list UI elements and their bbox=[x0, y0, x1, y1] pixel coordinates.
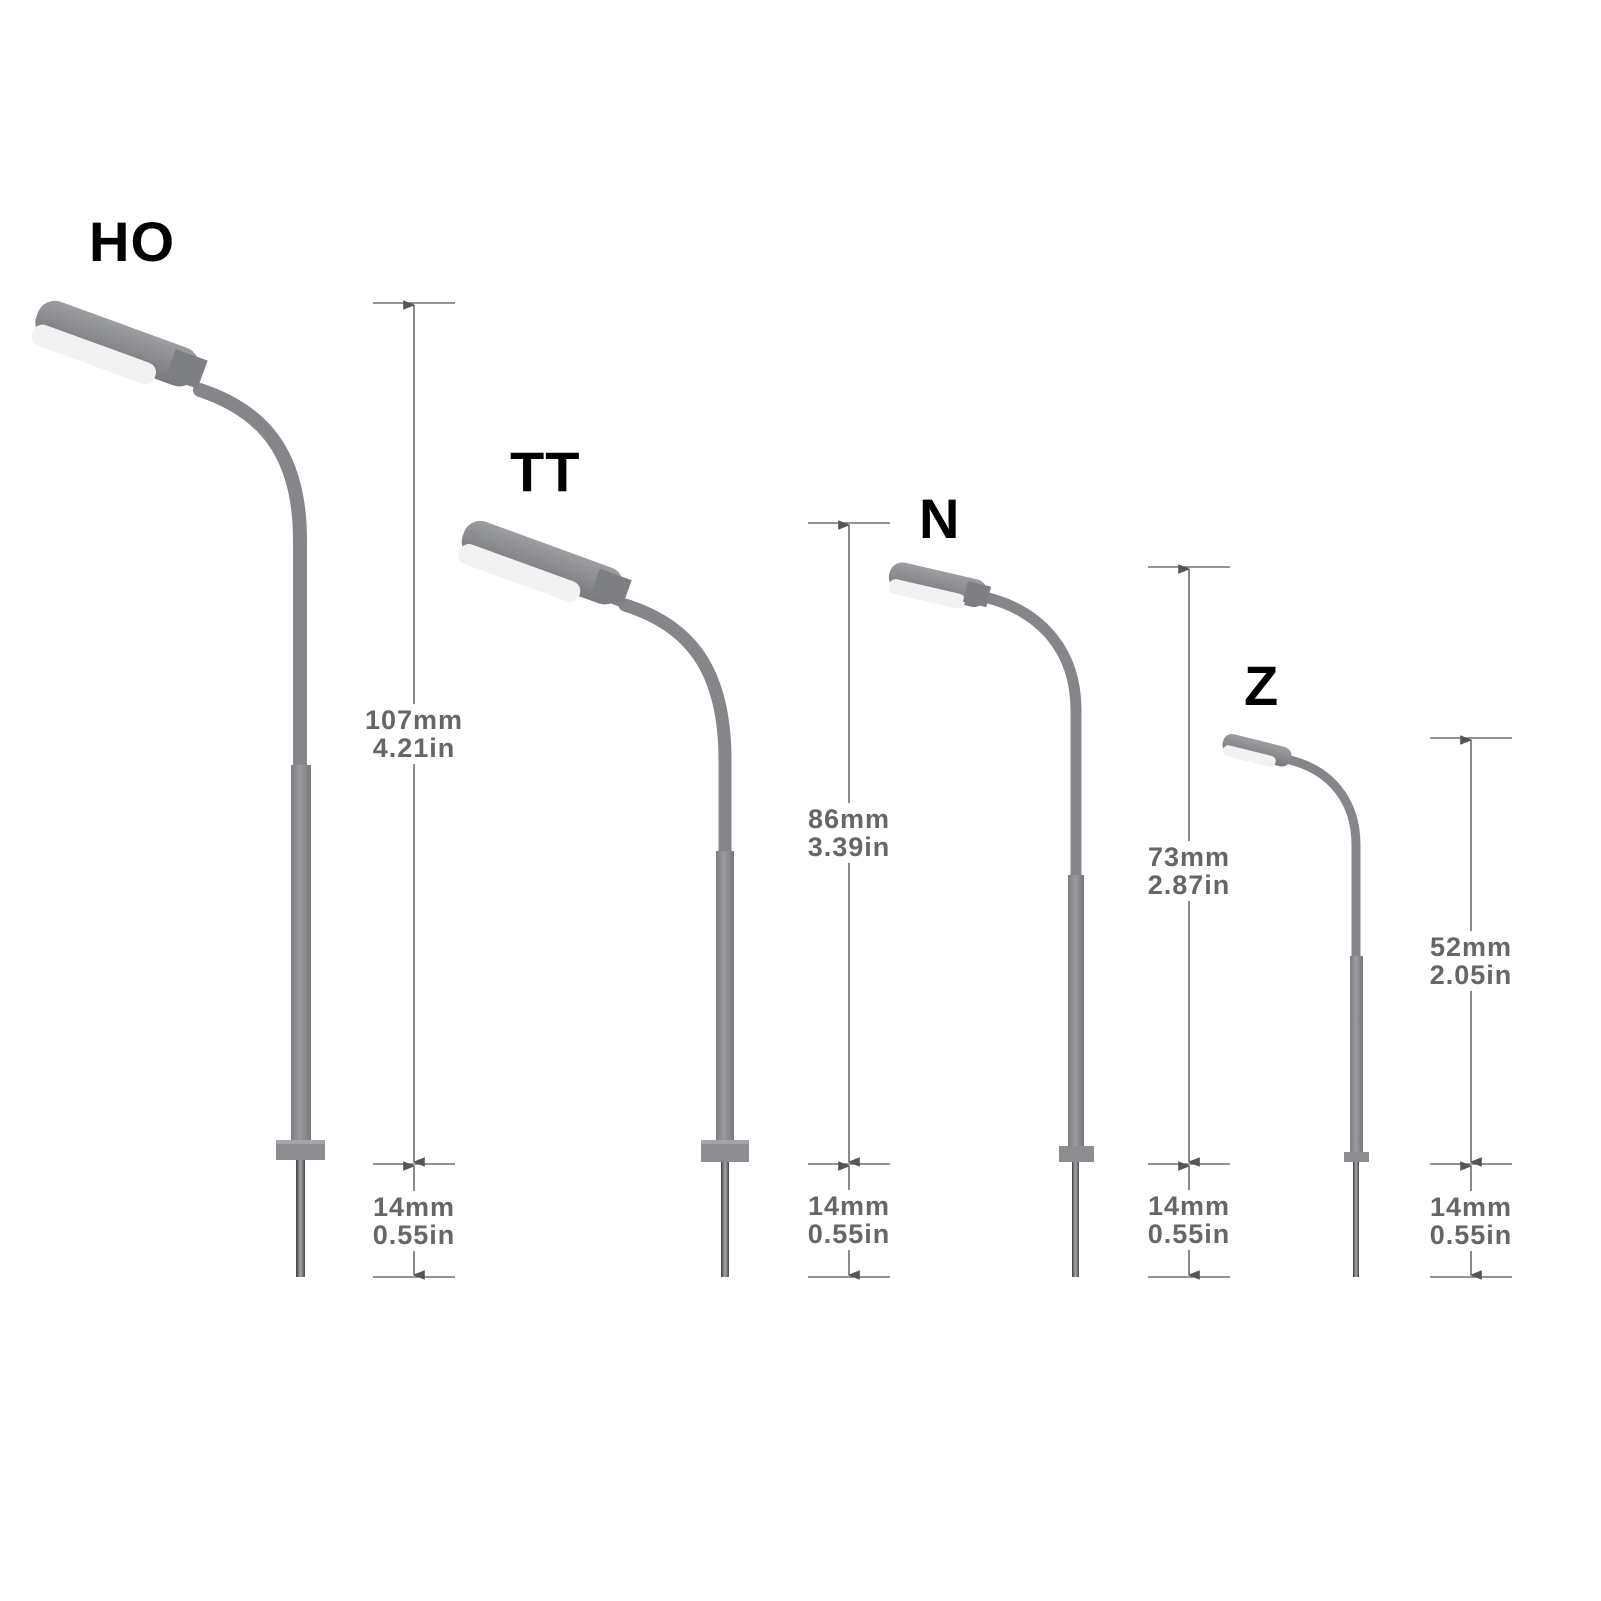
dim-n-height-in: 2.87in bbox=[1147, 870, 1231, 900]
lamp-ho-head bbox=[31, 300, 208, 389]
lamp-n-neck bbox=[978, 591, 1082, 886]
dim-z-height-label: 52mm 2.05in bbox=[1401, 931, 1541, 991]
scale-title-tt: TT bbox=[510, 440, 581, 503]
dim-tt-pin-mm: 14mm bbox=[807, 1191, 891, 1221]
dim-tt-pin-label: 14mm 0.55in bbox=[779, 1190, 919, 1250]
scale-title-n: N bbox=[919, 487, 961, 550]
lamp-z bbox=[1222, 733, 1369, 1277]
lamp-ho-base bbox=[276, 1140, 325, 1160]
scale-title-z: Z bbox=[1244, 654, 1280, 717]
lamp-n-base bbox=[1059, 1146, 1094, 1162]
lamp-ho-neck bbox=[193, 383, 307, 777]
lamp-tt bbox=[458, 520, 749, 1277]
lamp-z-base bbox=[1344, 1152, 1369, 1162]
lamp-tt-pole bbox=[716, 851, 734, 1151]
dim-ho bbox=[373, 300, 455, 1280]
lamp-tt-head bbox=[458, 520, 632, 608]
dim-ho-pin-label: 14mm 0.55in bbox=[344, 1191, 484, 1251]
dim-ho-height-in: 4.21in bbox=[372, 733, 456, 763]
lamp-ho-pole bbox=[291, 765, 311, 1150]
dim-z-height-mm: 52mm bbox=[1429, 932, 1513, 962]
dim-ho-height-label: 107mm 4.21in bbox=[344, 704, 484, 764]
lamp-n-head bbox=[888, 562, 992, 609]
dim-n-pin-in: 0.55in bbox=[1147, 1219, 1231, 1249]
dim-z-pin-mm: 14mm bbox=[1429, 1192, 1513, 1222]
lamp-z-head bbox=[1222, 733, 1292, 767]
dim-z-height-in: 2.05in bbox=[1429, 960, 1513, 990]
dim-z-pin-label: 14mm 0.55in bbox=[1401, 1191, 1541, 1251]
dim-tt-height-label: 86mm 3.39in bbox=[779, 803, 919, 863]
dim-n-pin-mm: 14mm bbox=[1147, 1191, 1231, 1221]
dim-n-height-label: 73mm 2.87in bbox=[1119, 841, 1259, 901]
dim-n-height-mm: 73mm bbox=[1147, 842, 1231, 872]
lamp-z-neck bbox=[1285, 755, 1361, 965]
lamp-tt-neck bbox=[618, 598, 732, 865]
lamp-tt-pin bbox=[721, 1162, 729, 1277]
dim-n-pin-label: 14mm 0.55in bbox=[1119, 1190, 1259, 1250]
dim-tt-height-in: 3.39in bbox=[807, 832, 891, 862]
lamp-z-pole bbox=[1350, 956, 1363, 1156]
lamp-n bbox=[888, 562, 1094, 1277]
dim-z-pin-in: 0.55in bbox=[1429, 1220, 1513, 1250]
scale-title-ho: HO bbox=[89, 210, 175, 273]
dim-ho-pin-mm: 14mm bbox=[372, 1192, 456, 1222]
dim-ho-pin-in: 0.55in bbox=[372, 1220, 456, 1250]
lamp-ho-pin bbox=[296, 1160, 305, 1277]
lamp-tt-base bbox=[701, 1140, 749, 1162]
dim-tt-pin-in: 0.55in bbox=[807, 1219, 891, 1249]
dim-n bbox=[1148, 564, 1230, 1280]
lamp-n-pin bbox=[1072, 1162, 1079, 1277]
lamp-n-pole bbox=[1068, 875, 1084, 1150]
lamp-ho bbox=[31, 300, 325, 1277]
dim-ho-height-mm: 107mm bbox=[364, 705, 464, 735]
dim-tt-height-mm: 86mm bbox=[807, 804, 891, 834]
lamp-z-pin bbox=[1353, 1162, 1359, 1277]
dim-tt bbox=[808, 520, 890, 1280]
